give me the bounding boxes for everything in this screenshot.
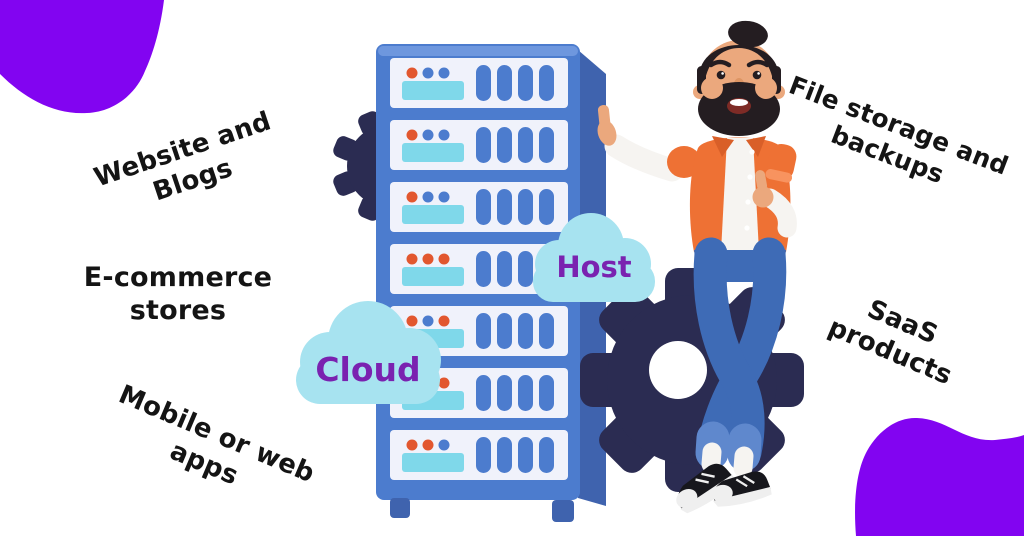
hosting-mascot bbox=[597, 20, 797, 514]
drive-slot bbox=[476, 375, 491, 411]
mascot-extended-arm bbox=[604, 134, 684, 182]
status-dot-orange bbox=[406, 315, 418, 327]
status-dot-orange bbox=[406, 191, 418, 203]
server-row bbox=[390, 244, 568, 294]
server-display bbox=[402, 453, 464, 472]
mascot-fist bbox=[752, 186, 774, 208]
mascot-sock-right bbox=[733, 446, 754, 478]
host-text: Host bbox=[556, 250, 632, 284]
mascot-sock-left bbox=[701, 442, 722, 474]
drive-slot bbox=[539, 375, 554, 411]
drive-slot bbox=[539, 313, 554, 349]
server-row bbox=[390, 58, 568, 108]
status-dot-blue bbox=[438, 439, 450, 451]
mascot-upper-arm bbox=[765, 143, 797, 183]
status-dot-orange bbox=[438, 315, 450, 327]
drive-slot bbox=[518, 313, 533, 349]
drive-slot bbox=[476, 65, 491, 101]
server-display bbox=[402, 143, 464, 162]
mascot-collar-left bbox=[712, 136, 734, 157]
drive-slot bbox=[539, 127, 554, 163]
server-rack-rows bbox=[390, 58, 568, 480]
status-dot-blue bbox=[422, 129, 434, 141]
status-dot-orange bbox=[438, 377, 450, 389]
mascot-tshirt bbox=[721, 138, 759, 252]
drive-slot bbox=[497, 65, 512, 101]
status-dot-blue bbox=[422, 67, 434, 79]
drive-slot bbox=[539, 65, 554, 101]
status-dot-orange bbox=[422, 439, 434, 451]
drive-slot bbox=[518, 189, 533, 225]
mascot-cheek-left bbox=[701, 77, 723, 99]
server-display bbox=[402, 267, 464, 286]
drive-slot bbox=[518, 127, 533, 163]
mascot-eyebrow-right bbox=[746, 59, 770, 68]
drive-slot bbox=[476, 127, 491, 163]
server-rack-leg-left bbox=[390, 498, 410, 518]
mascot-collar-right bbox=[746, 136, 766, 157]
mascot-eyebrow-left bbox=[708, 59, 732, 68]
drive-slot bbox=[539, 437, 554, 473]
drive-slot bbox=[476, 189, 491, 225]
server-rack-leg-right bbox=[552, 500, 574, 522]
drive-slot bbox=[518, 251, 533, 287]
status-dot-blue bbox=[438, 129, 450, 141]
mascot-eye-right bbox=[752, 70, 762, 80]
mascot-shirt-buttons bbox=[744, 149, 755, 231]
mascot-cheek-right bbox=[755, 77, 777, 99]
server-row bbox=[390, 430, 568, 480]
server-row bbox=[390, 120, 568, 170]
label-ecommerce-stores: E-commerce stores bbox=[83, 262, 273, 326]
cloud-icon-left bbox=[296, 301, 441, 404]
drive-slot bbox=[497, 437, 512, 473]
server-display bbox=[402, 205, 464, 224]
status-dot-orange bbox=[406, 439, 418, 451]
drive-slot bbox=[518, 375, 533, 411]
purple-blob-bottom-right bbox=[855, 417, 1024, 536]
drive-slot bbox=[518, 65, 533, 101]
status-dot-blue bbox=[438, 67, 450, 79]
gear-hole bbox=[649, 341, 707, 399]
cloud-icon-right bbox=[533, 213, 655, 302]
drive-slot bbox=[497, 313, 512, 349]
drive-slot bbox=[476, 437, 491, 473]
drive-slot bbox=[476, 251, 491, 287]
mascot-eye-left bbox=[716, 70, 726, 80]
status-dot-orange bbox=[406, 253, 418, 265]
status-dot-orange bbox=[406, 129, 418, 141]
server-display bbox=[402, 81, 464, 100]
mascot-fingers bbox=[597, 104, 612, 136]
status-dot-orange bbox=[438, 253, 450, 265]
drive-slot bbox=[518, 437, 533, 473]
status-dot-blue bbox=[438, 191, 450, 203]
cloud-text: Cloud bbox=[315, 350, 421, 389]
status-dot-blue bbox=[422, 191, 434, 203]
server-rack-top-highlight bbox=[378, 46, 578, 56]
drive-slot bbox=[497, 375, 512, 411]
status-dot-orange bbox=[406, 67, 418, 79]
drive-slot bbox=[476, 313, 491, 349]
drive-slot bbox=[497, 127, 512, 163]
mascot-thumb-up bbox=[755, 170, 768, 191]
drive-slot bbox=[497, 251, 512, 287]
status-dot-orange bbox=[422, 253, 434, 265]
eye-glint-right bbox=[757, 72, 760, 75]
mascot-teeth bbox=[730, 99, 748, 106]
status-dot-blue bbox=[422, 315, 434, 327]
purple-blob-top-left bbox=[0, 0, 164, 114]
eye-glint-left bbox=[721, 72, 724, 75]
drive-slot bbox=[539, 189, 554, 225]
server-row bbox=[390, 182, 568, 232]
mascot-shoe-right bbox=[711, 471, 772, 507]
drive-slot bbox=[497, 189, 512, 225]
mascot-forearm-sleeve bbox=[760, 188, 797, 238]
